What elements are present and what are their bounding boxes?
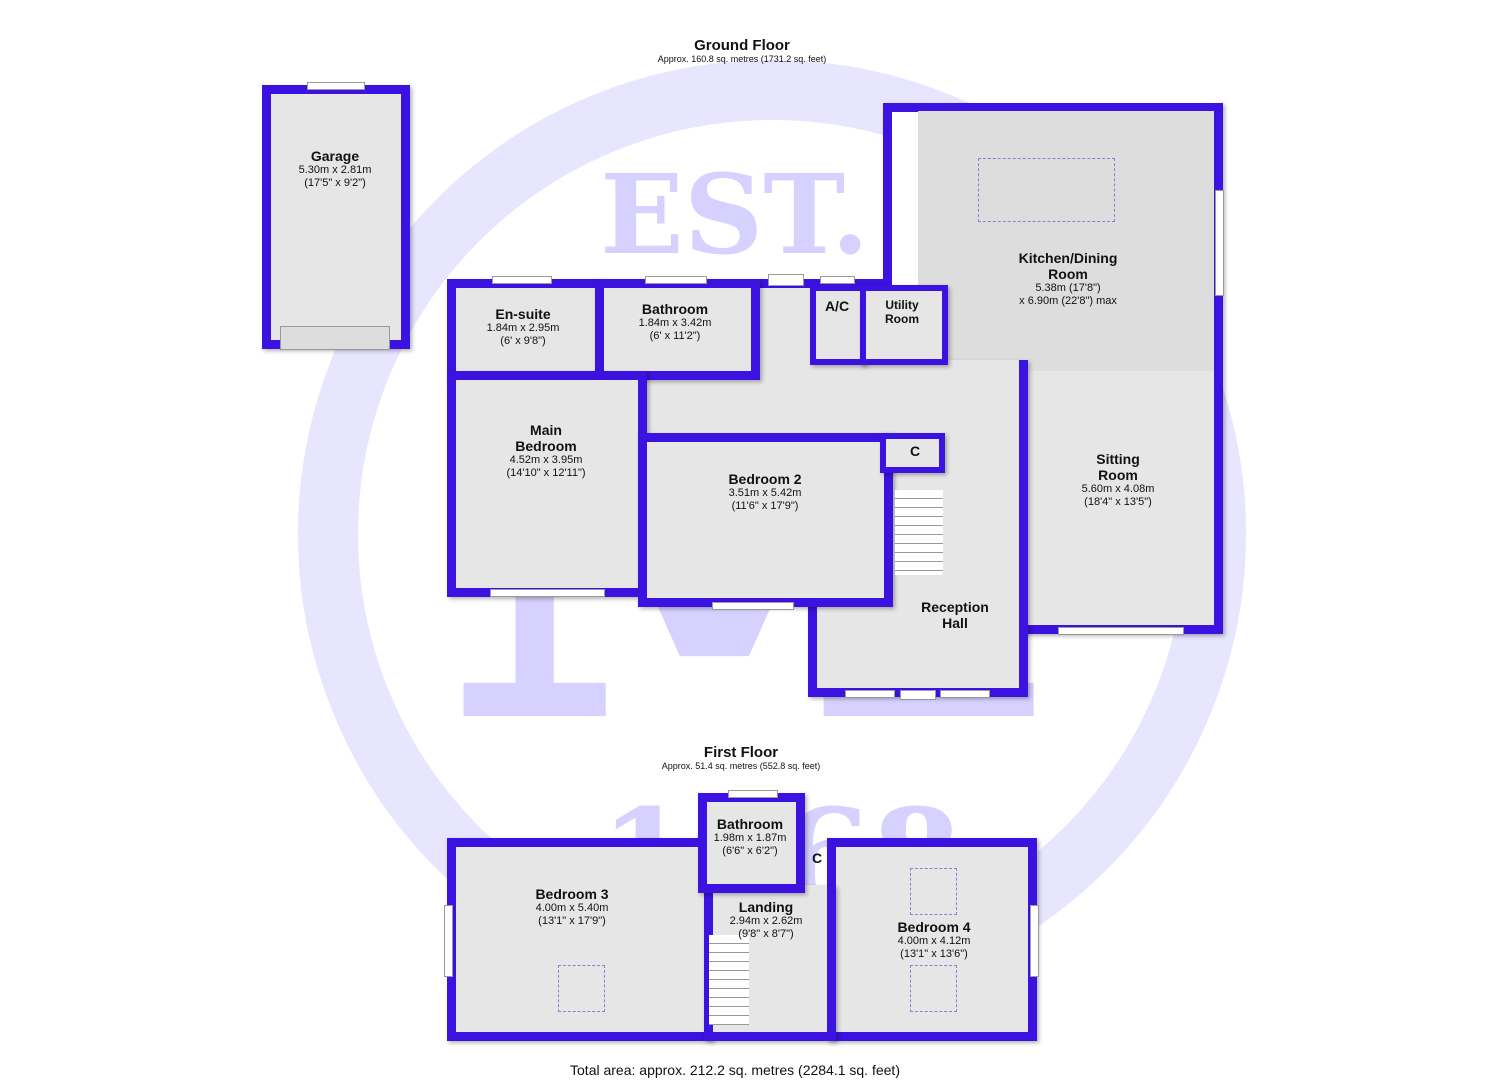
room-dim-ft: (18'4" x 13'5"): [1084, 495, 1152, 508]
window: [940, 690, 990, 698]
utility-room: [860, 285, 948, 365]
room-name: Kitchen/Dining: [1018, 250, 1118, 266]
ground-floor-title: Ground Floor: [694, 37, 790, 54]
skylight: [910, 868, 957, 915]
room-label-cupboard: C: [910, 443, 920, 459]
front-door: [900, 690, 936, 700]
ground-bathroom: [595, 279, 760, 380]
kitchen-worktop: [918, 111, 1214, 371]
garage: [262, 85, 410, 349]
skylight: [558, 965, 605, 1012]
room-dim-ft: x 6.90m (22'8") max: [1019, 294, 1117, 307]
room-dim-ft: (13'1" x 13'6"): [900, 947, 968, 960]
window: [645, 276, 707, 284]
room-dim-m: 3.51m x 5.42m: [728, 487, 802, 500]
skylight: [910, 965, 957, 1012]
room-name: Bedroom 3: [535, 886, 609, 902]
room-name: Garage: [310, 148, 360, 164]
room-name: Landing: [738, 899, 794, 915]
room-name: Utility: [885, 298, 919, 312]
room-dim-m: 4.52m x 3.95m: [509, 454, 583, 467]
window: [1058, 627, 1184, 635]
room-dim-m: 5.30m x 2.81m: [298, 164, 372, 177]
window: [820, 276, 855, 284]
room-name: C: [811, 850, 823, 866]
door: [768, 274, 804, 286]
window: [1030, 905, 1039, 977]
room-name: Bedroom 2: [728, 471, 802, 487]
room-dim-m: 5.38m (17'8"): [1035, 282, 1101, 295]
ground-floor-header: Ground Floor Approx. 160.8 sq. metres (1…: [658, 37, 827, 64]
room-name: Bathroom: [716, 816, 784, 832]
window: [492, 276, 552, 284]
ac-cupboard: [810, 285, 866, 365]
room-name: En-suite: [495, 306, 551, 322]
room-name: Bedroom 4: [897, 919, 971, 935]
room-name-2: Bedroom: [515, 438, 577, 455]
room-dim-ft: (14'10" x 12'11"): [506, 466, 586, 479]
room-dim-m: 2.94m x 2.62m: [729, 915, 803, 928]
first-floor-header: First Floor Approx. 51.4 sq. metres (552…: [662, 744, 821, 771]
window: [1215, 190, 1224, 296]
room-name-2: Room: [1098, 467, 1138, 484]
room-dim-ft: (6' x 11'2"): [649, 329, 701, 342]
room-label-ac: A/C: [825, 298, 849, 314]
room-dim-ft: (11'6" x 17'9"): [731, 499, 799, 512]
room-name: Main: [530, 422, 562, 438]
room-name: C: [909, 443, 921, 459]
room-dim-ft: (6' x 9'8"): [500, 334, 546, 347]
main-bedroom: [447, 371, 647, 597]
room-name-2: Hall: [942, 615, 968, 632]
room-name: A/C: [824, 298, 850, 314]
window: [490, 589, 605, 597]
window: [712, 602, 794, 610]
window: [307, 82, 365, 90]
staircase: [709, 935, 749, 1025]
first-floor-area: Approx. 51.4 sq. metres (552.8 sq. feet): [661, 761, 821, 771]
room-dim-m: 5.60m x 4.08m: [1081, 483, 1155, 496]
room-dim-m: 1.84m x 3.42m: [638, 317, 712, 330]
room-dim-m: 4.00m x 5.40m: [535, 902, 609, 915]
ground-floor-area: Approx. 160.8 sq. metres (1731.2 sq. fee…: [657, 54, 827, 64]
room-dim-m: 1.98m x 1.87m: [713, 832, 787, 845]
room-name: Sitting: [1096, 451, 1140, 467]
window: [845, 690, 895, 698]
room-name: Reception: [921, 599, 989, 615]
room-label-first-cupboard: C: [812, 850, 822, 866]
room-dim-ft: (17'5" x 9'2"): [304, 176, 366, 189]
kitchen-gap: [892, 112, 918, 287]
garage-door: [280, 326, 390, 350]
hall-cupboard: [880, 433, 945, 473]
window: [444, 905, 453, 977]
kitchen-island: [978, 158, 1115, 222]
room-name-2: Room: [885, 311, 919, 326]
room-dim-ft: (9'8" x 8'7"): [738, 927, 794, 940]
room-dim-m: 1.84m x 2.95m: [486, 322, 560, 335]
staircase: [895, 490, 943, 575]
room-dim-m: 4.00m x 4.12m: [897, 935, 971, 948]
bedroom-2: [638, 433, 893, 607]
room-name: Bathroom: [641, 301, 709, 317]
total-area: Total area: approx. 212.2 sq. metres (22…: [570, 1062, 900, 1078]
room-name-2: Room: [1048, 266, 1088, 283]
room-dim-ft: (13'1" x 17'9"): [538, 914, 606, 927]
window: [728, 790, 778, 798]
room-dim-ft: (6'6" x 6'2"): [722, 844, 778, 857]
first-floor-title: First Floor: [703, 744, 779, 761]
